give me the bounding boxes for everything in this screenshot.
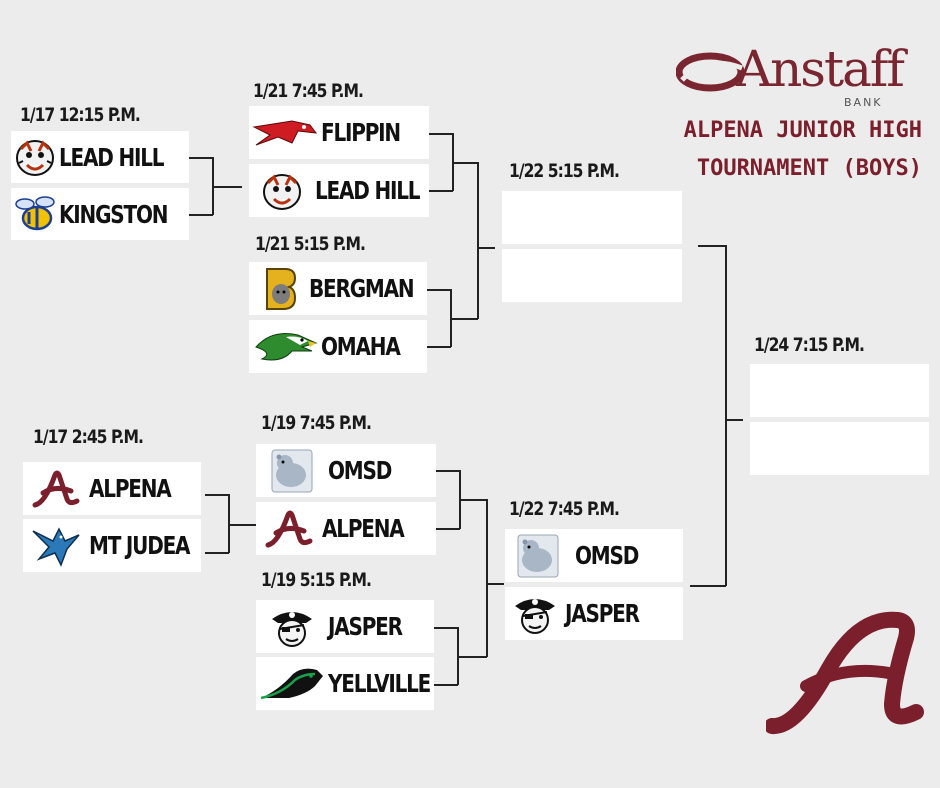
team-slot: JASPER	[505, 587, 683, 640]
team-name: MT JUDEA	[89, 531, 191, 560]
pirate-icon	[256, 605, 328, 649]
game-time: 1/22 7:45 P.M.	[509, 498, 620, 520]
team-slot: FLIPPIN	[249, 106, 429, 159]
game-time: 1/19 5:15 P.M.	[261, 569, 372, 591]
bear-icon	[256, 449, 328, 493]
team-slot: ALPENA	[256, 502, 436, 555]
tournament-title-line1: ALPENA JUNIOR HIGH	[683, 118, 922, 143]
team-name: BERGMAN	[309, 274, 415, 303]
team-slot: LEAD HILL	[249, 164, 429, 217]
team-name: OMSD	[575, 541, 639, 570]
yellowjacket-icon	[11, 192, 59, 236]
sponsor-logo: Anstaff BANK	[676, 40, 926, 110]
alpena-a-icon	[766, 611, 924, 734]
team-slot: OMSD	[505, 529, 683, 582]
game-time: 1/17 2:45 P.M.	[33, 426, 144, 448]
pirate-icon	[505, 592, 565, 636]
team-slot-empty	[502, 249, 682, 302]
game-time: 1/19 7:45 P.M.	[261, 412, 372, 434]
team-slot-empty	[750, 364, 929, 417]
team-name: FLIPPIN	[321, 118, 401, 147]
bear-icon	[505, 534, 571, 578]
team-name: ALPENA	[89, 474, 172, 503]
sponsor-sub: BANK	[844, 96, 883, 109]
team-slot: OMAHA	[249, 320, 427, 373]
team-name: ALPENA	[322, 514, 405, 543]
tiger-icon	[11, 135, 59, 179]
team-name: KINGSTON	[59, 199, 168, 229]
team-slot: LEAD HILL	[11, 131, 189, 183]
team-slot: OMSD	[256, 444, 436, 497]
game-time: 1/17 12:15 P.M.	[20, 104, 141, 126]
game-time: 1/22 5:15 P.M.	[509, 160, 620, 182]
team-slot-empty	[750, 422, 929, 475]
hawk-icon	[23, 524, 89, 568]
team-slot: BERGMAN	[249, 262, 427, 315]
team-slot-empty	[502, 191, 682, 244]
team-slot: YELLVILLE	[256, 657, 434, 710]
team-name: OMAHA	[321, 332, 401, 361]
tournament-title-line2: TOURNAMENT (BOYS)	[696, 156, 922, 181]
game-time: 1/21 5:15 P.M.	[255, 233, 366, 255]
alpena-a-icon	[256, 507, 322, 551]
game-time: 1/21 7:45 P.M.	[253, 80, 364, 102]
team-name: YELLVILLE	[328, 669, 431, 698]
cardinal-icon	[249, 111, 321, 155]
team-name: JASPER	[565, 599, 640, 628]
alpena-a-icon	[23, 467, 89, 511]
team-slot: MT JUDEA	[23, 519, 201, 572]
team-slot: JASPER	[256, 600, 434, 653]
team-slot: ALPENA	[23, 462, 201, 515]
panther-b-icon	[249, 267, 309, 311]
team-name: LEAD HILL	[59, 142, 165, 172]
team-name: LEAD HILL	[315, 176, 421, 205]
team-name: JASPER	[328, 612, 403, 641]
panther-icon	[256, 662, 328, 706]
tiger-icon	[249, 169, 315, 213]
team-slot: KINGSTON	[11, 188, 189, 240]
team-name: OMSD	[328, 456, 392, 485]
game-time: 1/24 7:15 P.M.	[754, 334, 865, 356]
swoosh-icon	[676, 52, 745, 92]
sponsor-name: Anstaff	[736, 40, 905, 98]
eagle-icon	[249, 325, 321, 369]
